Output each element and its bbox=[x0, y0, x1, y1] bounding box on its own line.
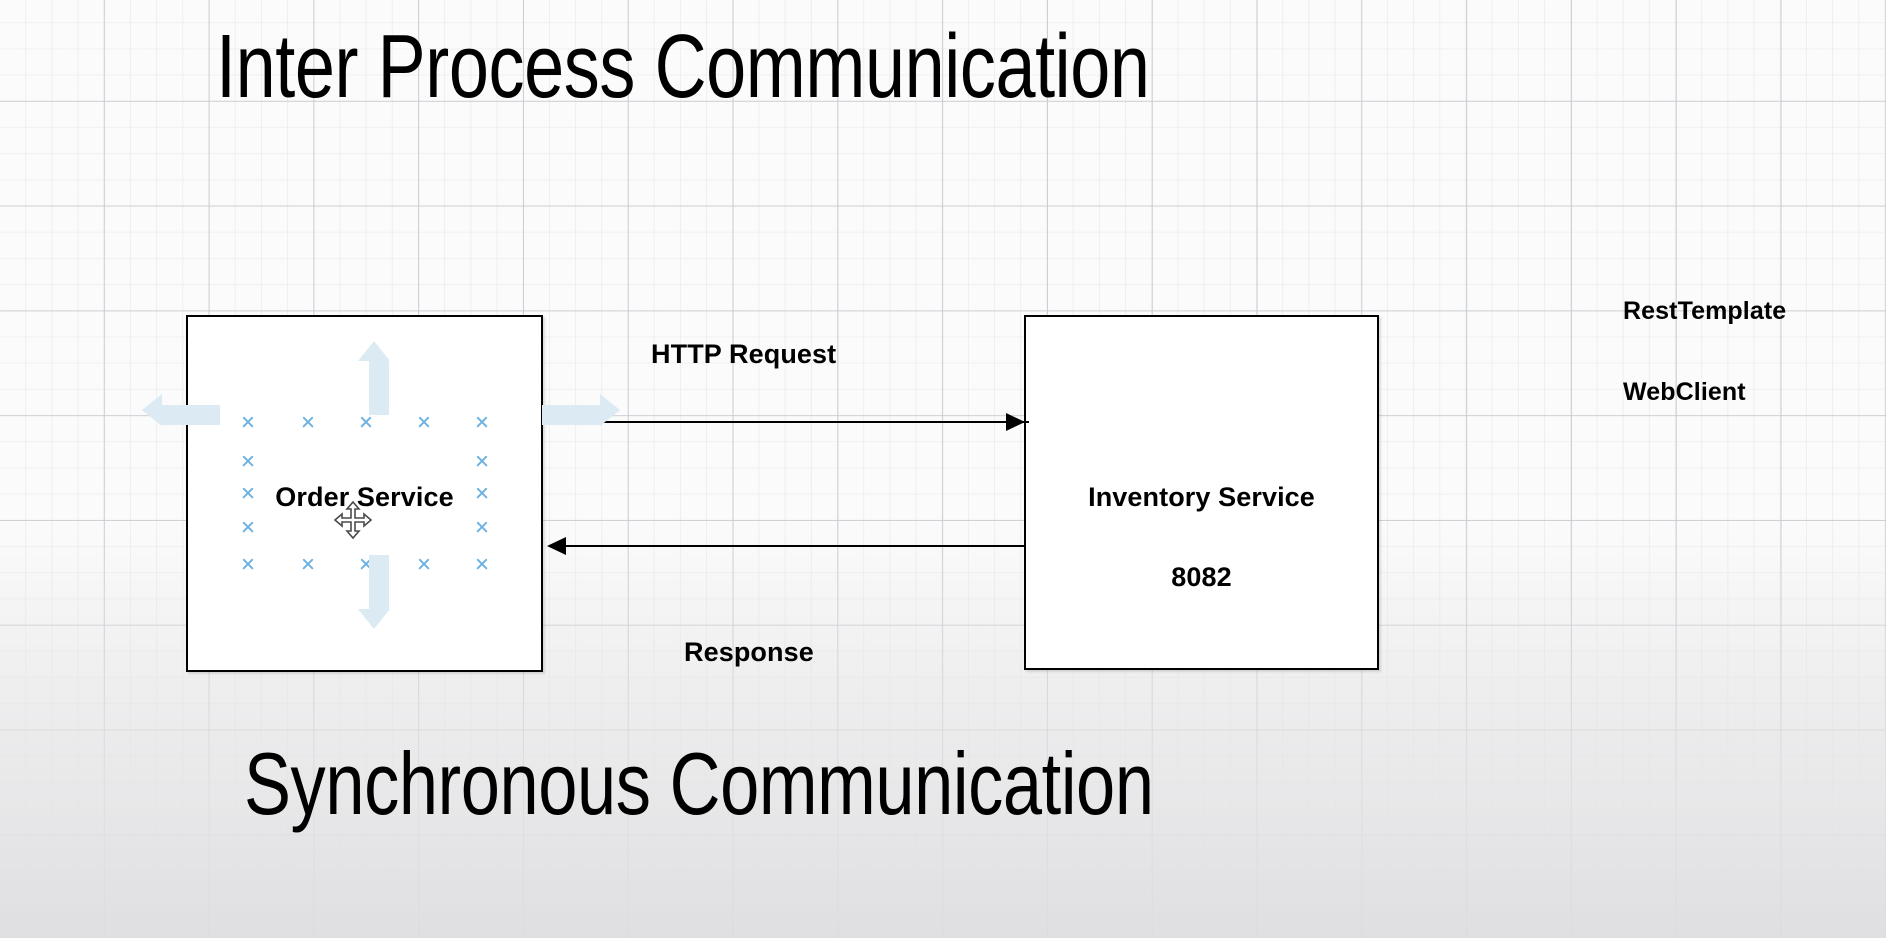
note-rest-template[interactable]: RestTemplate bbox=[1623, 297, 1787, 325]
node-order-service[interactable]: Order Service bbox=[186, 315, 543, 672]
page-title-bottom[interactable]: Synchronous Communication bbox=[244, 734, 1154, 833]
node-inventory-service[interactable]: Inventory Service 8082 bbox=[1024, 315, 1379, 670]
note-web-client[interactable]: WebClient bbox=[1623, 378, 1746, 406]
edge-response-arrowhead bbox=[547, 537, 566, 555]
move-cursor-icon bbox=[333, 500, 373, 540]
node-inventory-service-label: Inventory Service bbox=[1088, 482, 1315, 512]
node-order-service-label: Order Service bbox=[275, 482, 454, 512]
direction-arrow-right-icon[interactable] bbox=[542, 394, 632, 426]
page-title-top[interactable]: Inter Process Communication bbox=[216, 17, 1150, 117]
edge-response-line[interactable] bbox=[566, 545, 1026, 547]
edge-label-http-request[interactable]: HTTP Request bbox=[651, 339, 837, 369]
edge-http-request-arrowhead bbox=[1006, 413, 1025, 431]
edge-label-response[interactable]: Response bbox=[684, 637, 814, 667]
edge-http-request-line[interactable] bbox=[543, 421, 1029, 423]
node-inventory-service-port: 8082 bbox=[1171, 562, 1232, 592]
